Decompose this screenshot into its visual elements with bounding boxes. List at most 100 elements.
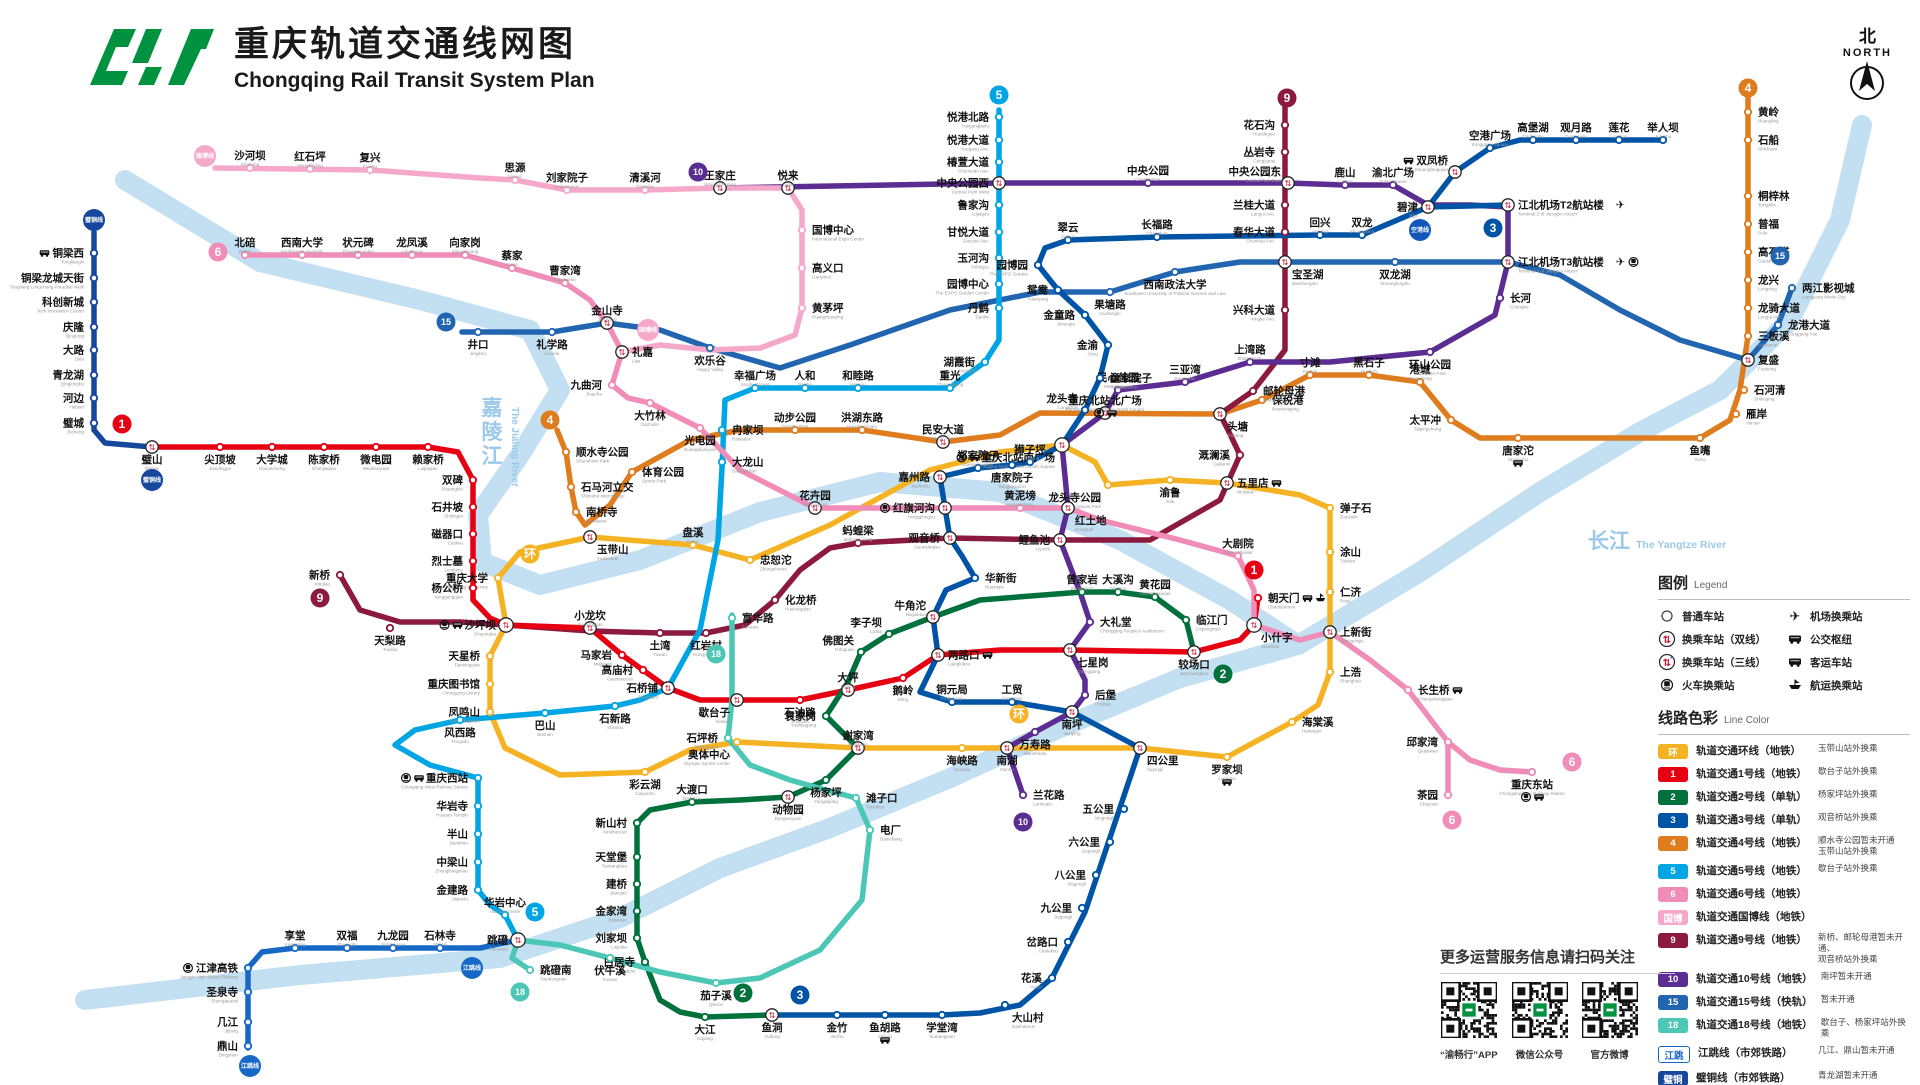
svg-text:Gangcheng: Gangcheng	[1408, 376, 1432, 381]
map-title-en: Chongqing Rail Transit System Plan	[234, 69, 595, 92]
line-badge-l3: 3	[790, 985, 810, 1005]
station-label: 石新路	[598, 712, 631, 725]
plane-icon: ✈	[1616, 257, 1625, 269]
station-label: 冉家坝	[732, 424, 764, 437]
svg-text:Renji: Renji	[1340, 599, 1350, 604]
bus-icon	[982, 652, 993, 659]
svg-text:Shichuan: Shichuan	[1758, 147, 1778, 152]
station-dot	[638, 665, 648, 675]
station-label: 西南政法大学	[1144, 278, 1207, 291]
svg-text:Zengjiayan: Zengjiayan	[1071, 586, 1094, 591]
station-dot	[994, 303, 1004, 313]
svg-text:Majiayan: Majiayan	[594, 662, 613, 667]
line-path-l6	[1445, 739, 1535, 775]
svg-text:⇅: ⇅	[812, 504, 819, 513]
station-label: 化龙桥	[785, 594, 817, 607]
station-label: 临江门	[1196, 614, 1228, 627]
bus-icon	[1271, 480, 1282, 487]
svg-text:⇅: ⇅	[942, 504, 949, 513]
station-dot	[1105, 837, 1115, 847]
svg-text:Qiujiawan: Qiujiawan	[1418, 749, 1439, 754]
line-badge-jiangtiao: 江跳线	[461, 957, 483, 979]
station-label: 高庙村	[602, 664, 634, 677]
station-label: 五里店	[1237, 477, 1269, 490]
station-label: 岔路口	[1026, 936, 1059, 949]
station-dot	[1015, 503, 1025, 513]
station-dot	[1077, 587, 1087, 597]
station-label: 两路口	[948, 649, 980, 662]
station-label: 兰桂大道	[1233, 199, 1275, 212]
station-dot	[797, 225, 807, 235]
interchange-icon	[1323, 625, 1337, 639]
station-dot	[1105, 287, 1115, 297]
svg-text:⇅: ⇅	[1745, 356, 1752, 365]
station-dot	[832, 1010, 842, 1020]
station-label: 谢家湾	[842, 729, 874, 742]
station-dot	[994, 135, 1004, 145]
svg-text:Bicheng: Bicheng	[67, 430, 84, 435]
train-icon	[439, 619, 450, 630]
svg-text:Caiyunhu: Caiyunhu	[635, 791, 655, 796]
svg-text:Jijiang: Jijiang	[225, 1029, 238, 1034]
svg-text:Cuiyun: Cuiyun	[1061, 234, 1076, 239]
interchange-icon	[1133, 741, 1147, 755]
svg-text:Shaheba: Shaheba	[241, 162, 260, 167]
svg-text:Jurenba: Jurenba	[1655, 134, 1672, 139]
station-label: 北碚	[235, 236, 256, 249]
interchange-icon	[730, 693, 744, 707]
svg-text:5: 5	[532, 905, 539, 919]
line-badge-l4: 4	[540, 410, 560, 430]
svg-text:Yuanjiagang: Yuanjiagang	[791, 723, 817, 728]
svg-text:Gaoyikou: Gaoyikou	[812, 275, 832, 280]
legend-station-types: 普通车站✈机场换乘站⇅换乘车站（双线）公交枢纽⇅换乘车站（三线）客运车站火车换乘…	[1658, 608, 1910, 693]
station-dot	[1658, 135, 1668, 145]
qr-label: 官方微博	[1590, 1050, 1629, 1061]
svg-text:Yuhulu: Yuhulu	[878, 1034, 892, 1039]
station-label: 重庆东站	[1511, 778, 1553, 791]
station-dot	[723, 733, 733, 743]
station-dot	[540, 708, 550, 718]
station-label: 刘家坝	[596, 932, 628, 945]
station-dot	[385, 623, 395, 633]
interchange-icon	[1421, 200, 1435, 214]
station-label: 牛角沱	[895, 599, 927, 612]
station-dot	[473, 857, 483, 867]
station-label: 动物园	[772, 803, 804, 816]
train-icon	[879, 503, 890, 514]
station-dot	[89, 370, 99, 380]
svg-text:⇅: ⇅	[1452, 168, 1459, 177]
svg-text:Liyuchi: Liyuchi	[1036, 547, 1050, 552]
line-path-l10	[717, 180, 1511, 798]
station-label: 江北机场T2航站楼	[1518, 199, 1604, 212]
station-dot	[1091, 870, 1101, 880]
qr-title: 更多运营服务信息请扫码关注	[1440, 946, 1675, 974]
station-label: 郑家院子	[957, 449, 999, 462]
station-dot	[745, 555, 755, 565]
svg-text:环: 环	[524, 547, 536, 561]
interchange-icon	[1054, 437, 1070, 453]
